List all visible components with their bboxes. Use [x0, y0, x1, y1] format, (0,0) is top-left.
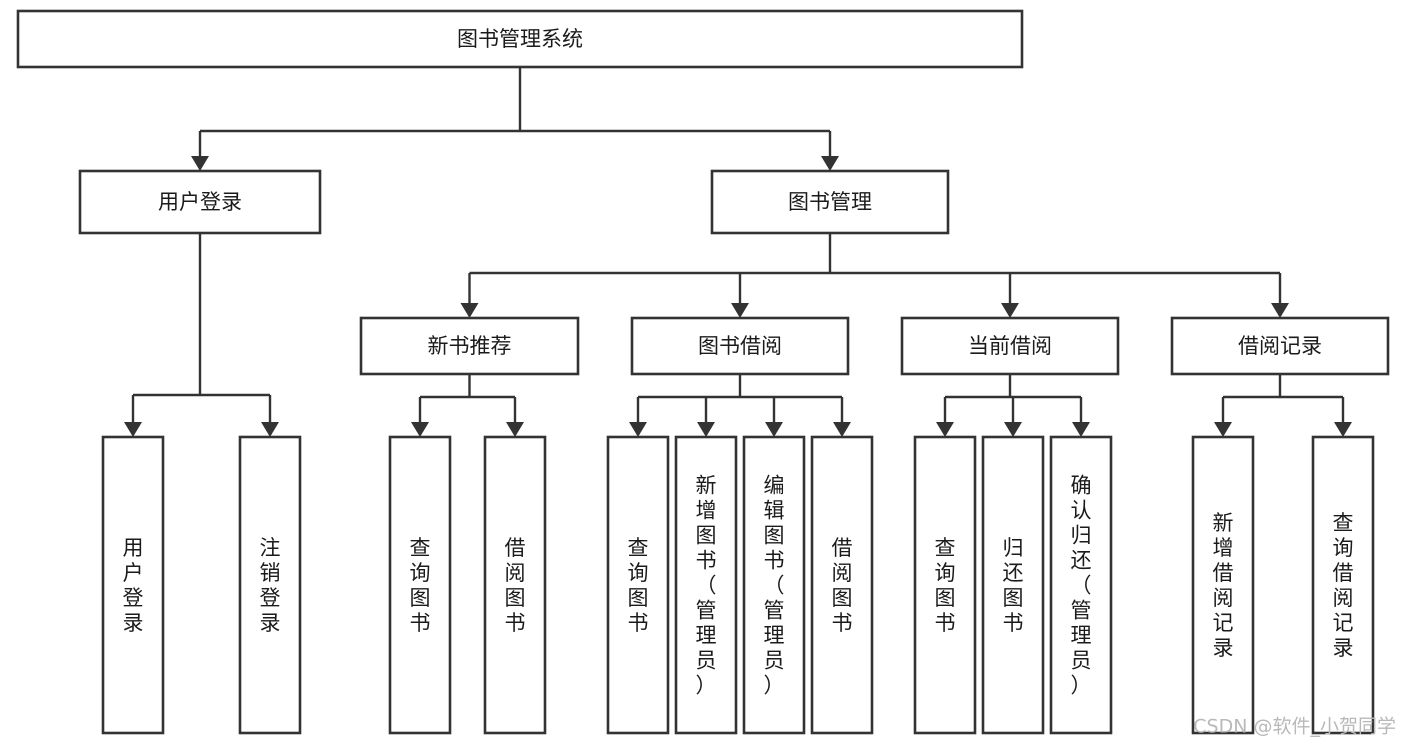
node-box-leaf-add-borrow-record [1191, 435, 1255, 735]
node-borrow-record[interactable]: 借阅记录 [1170, 316, 1390, 376]
node-leaf-borrow-book[interactable]: 借阅图书 [810, 435, 874, 735]
node-label-leaf-add-book-admin: 新增图书（管理员） [696, 474, 717, 698]
edge-group-user-login [124, 233, 279, 437]
node-box-leaf-return-book [981, 435, 1045, 735]
node-leaf-add-book-admin[interactable]: 新增图书（管理员） [674, 435, 738, 735]
node-leaf-confirm-return-admin[interactable]: 确认归还（管理员） [1049, 435, 1113, 735]
node-box-book-manage [710, 169, 950, 235]
arrow-head-icon [1001, 303, 1019, 318]
node-label-leaf-user-login: 用户登录 [123, 536, 144, 635]
node-box-leaf-borrow-book [810, 435, 874, 735]
arrow-head-icon [833, 422, 851, 437]
node-label-user-login: 用户登录 [158, 190, 242, 214]
arrow-head-icon [261, 422, 279, 437]
node-box-user-login [78, 169, 322, 235]
node-label-borrow-record: 借阅记录 [1238, 334, 1322, 358]
edge-group-borrow-record [1214, 374, 1352, 437]
node-leaf-query-borrow-record[interactable]: 查询借阅记录 [1311, 435, 1375, 735]
node-new-book-recommend[interactable]: 新书推荐 [359, 316, 580, 376]
node-box-root [16, 9, 1024, 69]
node-box-leaf-add-book-admin [674, 435, 738, 735]
node-box-leaf-confirm-return-admin [1049, 435, 1113, 735]
node-box-leaf-query-borrow-record [1311, 435, 1375, 735]
node-label-leaf-query-book-recommend: 查询图书 [410, 536, 431, 635]
node-box-leaf-query-book-current [913, 435, 977, 735]
node-label-leaf-query-borrow-record: 查询借阅记录 [1333, 511, 1354, 660]
edge-group-current-borrow [936, 374, 1090, 437]
node-leaf-user-login[interactable]: 用户登录 [101, 435, 165, 735]
node-root[interactable]: 图书管理系统 [16, 9, 1024, 69]
connector-layer [124, 67, 1352, 437]
node-box-new-book-recommend [359, 316, 580, 376]
arrow-head-icon [731, 303, 749, 318]
node-box-borrow-record [1170, 316, 1390, 376]
node-label-leaf-edit-book-admin: 编辑图书（管理员） [764, 474, 785, 698]
node-leaf-edit-book-admin[interactable]: 编辑图书（管理员） [742, 435, 806, 735]
node-label-root: 图书管理系统 [457, 27, 583, 51]
node-label-leaf-user-logout: 注销登录 [260, 536, 281, 635]
arrow-head-icon [1004, 422, 1022, 437]
edge-group-book-manage [460, 233, 1289, 318]
node-box-leaf-edit-book-admin [742, 435, 806, 735]
arrow-head-icon [1072, 422, 1090, 437]
node-leaf-query-book-current[interactable]: 查询图书 [913, 435, 977, 735]
node-label-leaf-confirm-return-admin: 确认归还（管理员） [1071, 474, 1092, 698]
node-label-leaf-add-borrow-record: 新增借阅记录 [1213, 511, 1234, 660]
node-current-borrow[interactable]: 当前借阅 [900, 316, 1120, 376]
node-box-leaf-query-book-borrow [606, 435, 670, 735]
arrow-head-icon [1271, 303, 1289, 318]
node-label-leaf-borrow-book: 借阅图书 [832, 536, 853, 635]
node-user-login[interactable]: 用户登录 [78, 169, 322, 235]
node-label-book-manage: 图书管理 [788, 190, 872, 214]
node-box-current-borrow [900, 316, 1120, 376]
arrow-head-icon [411, 422, 429, 437]
node-label-leaf-query-book-current: 查询图书 [935, 536, 956, 635]
node-label-leaf-query-book-borrow: 查询图书 [628, 536, 649, 635]
arrow-head-icon [821, 156, 839, 171]
node-label-current-borrow: 当前借阅 [968, 334, 1052, 358]
node-leaf-query-book-recommend[interactable]: 查询图书 [388, 435, 452, 735]
arrow-head-icon [1334, 422, 1352, 437]
node-box-leaf-query-book-recommend [388, 435, 452, 735]
node-label-new-book-recommend: 新书推荐 [428, 334, 512, 358]
node-book-borrow[interactable]: 图书借阅 [630, 316, 850, 376]
arrow-head-icon [191, 156, 209, 171]
node-leaf-add-borrow-record[interactable]: 新增借阅记录 [1191, 435, 1255, 735]
edge-group-book-borrow [629, 374, 851, 437]
arrow-head-icon [629, 422, 647, 437]
node-label-book-borrow: 图书借阅 [698, 334, 782, 358]
arrow-head-icon [697, 422, 715, 437]
node-leaf-return-book[interactable]: 归还图书 [981, 435, 1045, 735]
node-leaf-user-logout[interactable]: 注销登录 [238, 435, 302, 735]
edge-group-root [191, 67, 839, 171]
node-box-leaf-user-login [101, 435, 165, 735]
node-label-leaf-return-book: 归还图书 [1003, 536, 1024, 635]
node-label-leaf-borrow-book-recommend: 借阅图书 [505, 536, 526, 635]
edge-group-new-book-recommend [411, 374, 524, 437]
arrow-head-icon [936, 422, 954, 437]
node-box-leaf-borrow-book-recommend [483, 435, 547, 735]
node-box-leaf-user-logout [238, 435, 302, 735]
node-leaf-borrow-book-recommend[interactable]: 借阅图书 [483, 435, 547, 735]
arrow-head-icon [506, 422, 524, 437]
arrow-head-icon [1214, 422, 1232, 437]
csdn-watermark: CSDN @软件_小贺同学 [1193, 716, 1396, 738]
arrow-head-icon [124, 422, 142, 437]
node-box-book-borrow [630, 316, 850, 376]
arrow-head-icon [765, 422, 783, 437]
arrow-head-icon [460, 303, 479, 318]
node-leaf-query-book-borrow[interactable]: 查询图书 [606, 435, 670, 735]
node-layer: 图书管理系统用户登录图书管理新书推荐图书借阅当前借阅借阅记录用户登录注销登录查询… [16, 9, 1390, 735]
node-book-manage[interactable]: 图书管理 [710, 169, 950, 235]
